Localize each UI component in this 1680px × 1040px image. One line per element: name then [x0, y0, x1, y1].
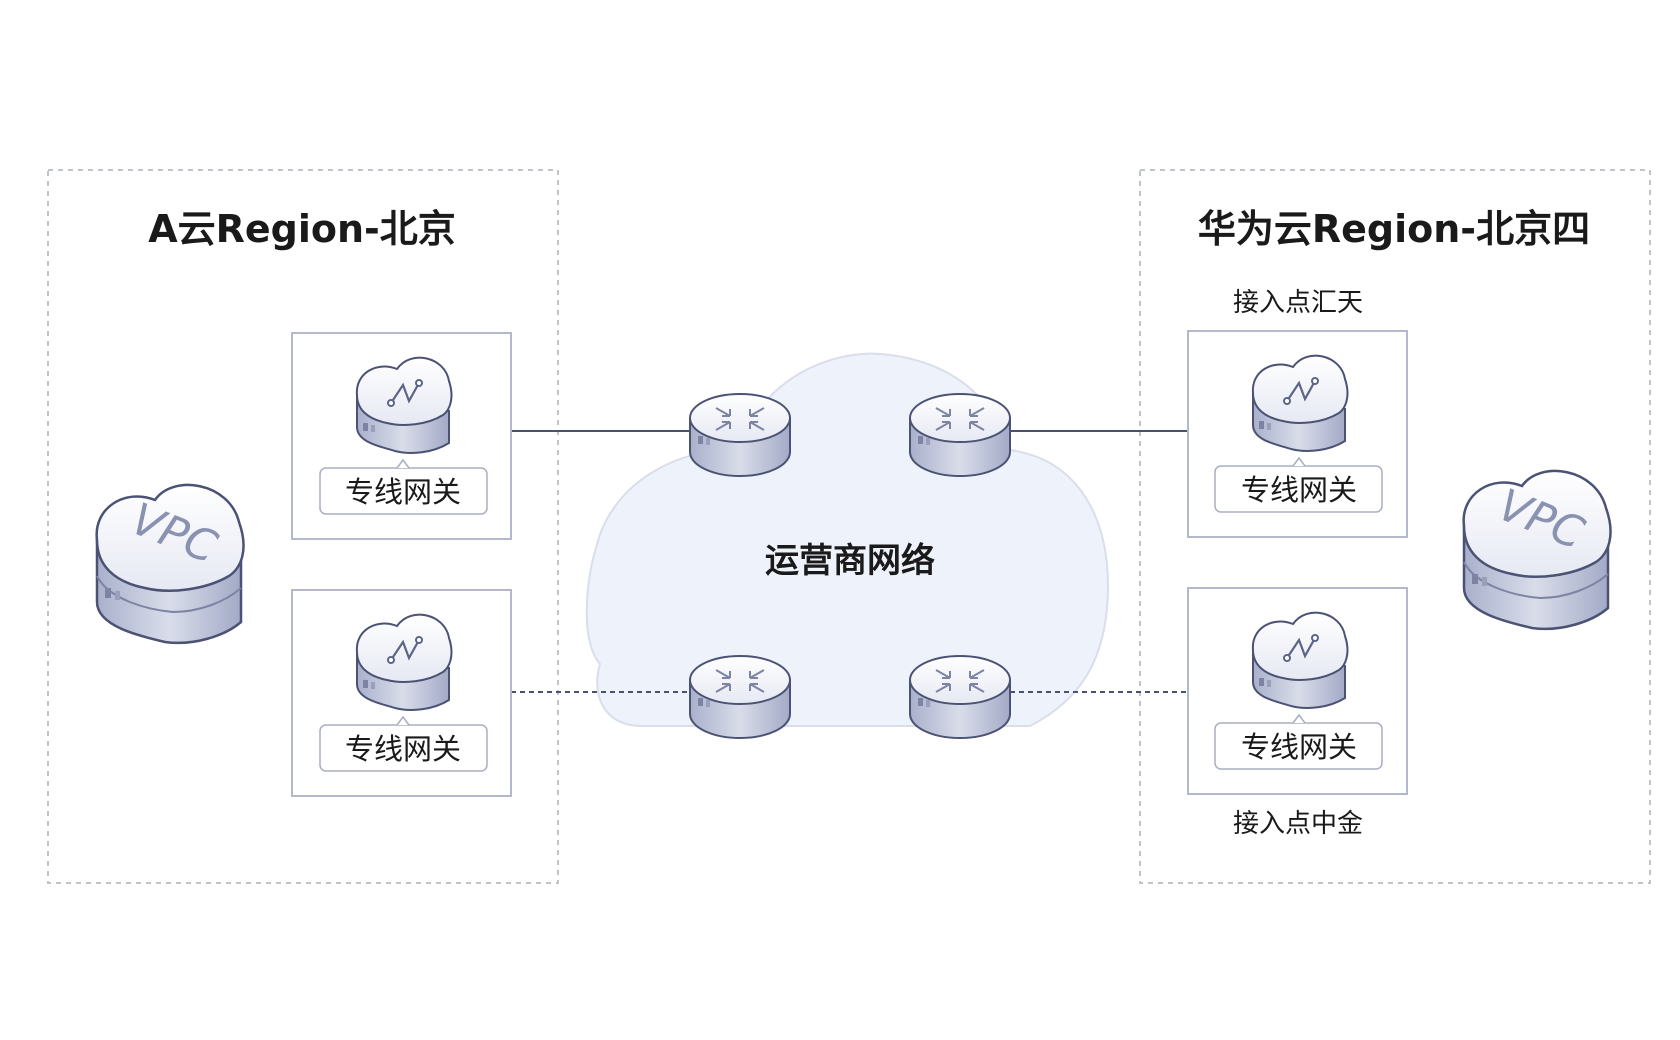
router-icon-bottom-left — [689, 655, 791, 739]
access-point-top-label: 接入点汇天 — [1233, 288, 1363, 318]
gateway-icon-right-bottom — [1251, 611, 1349, 710]
router-icon-top-left — [689, 393, 791, 477]
gateway-label-right-top: 专线网关 — [1241, 473, 1357, 507]
router-icon-top-right — [909, 393, 1011, 477]
carrier-network-label: 运营商网络 — [765, 541, 935, 581]
region-right-container — [1139, 169, 1651, 884]
gateway-icon-left-top — [355, 356, 453, 455]
gateway-label-left-bottom: 专线网关 — [345, 732, 461, 766]
region-left-container — [47, 169, 559, 884]
gateway-label-left-top: 专线网关 — [345, 475, 461, 509]
gateway-icon-left-bottom — [355, 613, 453, 712]
router-icon-bottom-right — [909, 655, 1011, 739]
gateway-icon-right-top — [1251, 354, 1349, 453]
gateway-label-right-bottom: 专线网关 — [1241, 730, 1357, 764]
region-left-title: A云Region-北京 — [148, 207, 456, 251]
carrier-network-cloud — [585, 352, 1110, 727]
region-right-title: 华为云Region-北京四 — [1198, 207, 1590, 251]
access-point-bottom-label: 接入点中金 — [1233, 809, 1363, 839]
vpc-icon-left: VPC — [95, 483, 245, 645]
vpc-icon-right: VPC — [1462, 469, 1612, 631]
